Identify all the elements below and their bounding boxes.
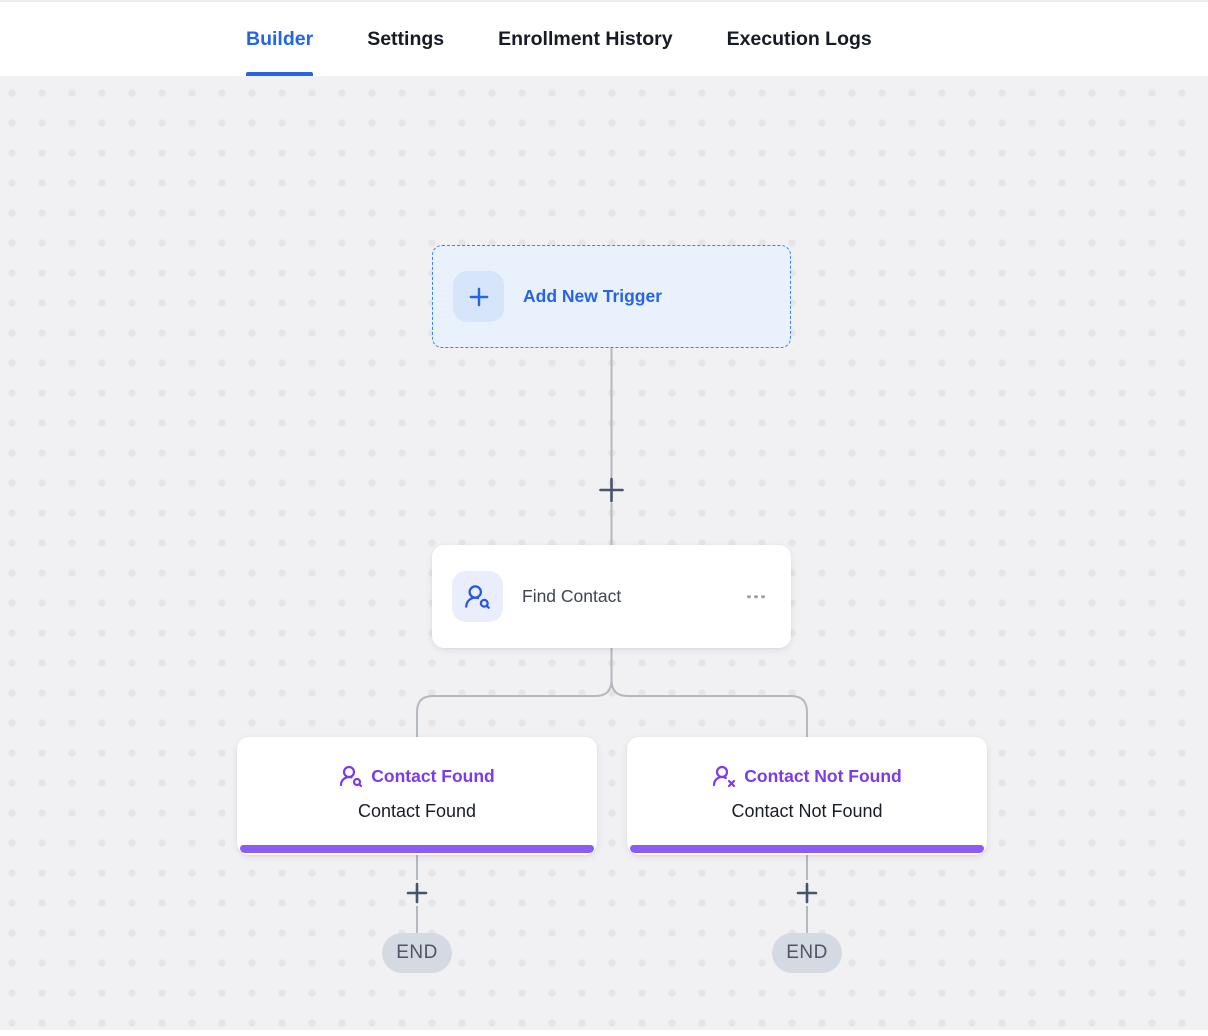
branch-title-label: Contact Found [371, 765, 495, 786]
plus-icon [453, 271, 504, 322]
tab-builder[interactable]: Builder [246, 2, 314, 76]
branch-accent-bar [630, 845, 984, 853]
add-new-trigger-node[interactable]: Add New Trigger [432, 245, 791, 348]
tab-enrollment-history[interactable]: Enrollment History [498, 2, 672, 76]
branch-subtitle-label: Contact Not Found [731, 801, 883, 821]
branch-subtitle-label: Contact Found [357, 801, 477, 821]
branch-title-row: Contact Found [339, 764, 495, 788]
tab-enrollment-history-label: Enrollment History [498, 27, 673, 50]
tab-settings-label: Settings [367, 27, 445, 50]
user-search-icon [452, 571, 503, 622]
tab-header: Builder Settings Enrollment History Exec… [0, 0, 1208, 76]
tab-execution-logs[interactable]: Execution Logs [727, 2, 872, 76]
end-label: END [396, 942, 438, 963]
user-search-icon [339, 764, 363, 788]
ellipsis-icon[interactable] [741, 589, 771, 605]
branch-accent-bar [240, 845, 594, 853]
tab-execution-logs-label: Execution Logs [726, 27, 872, 50]
branch-contact-found-card[interactable]: Contact Found Contact Found [237, 737, 597, 855]
tab-settings[interactable]: Settings [367, 2, 444, 76]
end-node-left: END [382, 933, 452, 973]
add-step-plus-icon [599, 477, 624, 503]
end-label: END [786, 942, 828, 963]
action-node-label: Find Contact [522, 586, 622, 606]
bottom-strip [0, 1030, 1208, 1036]
branch-title-row: Contact Not Found [712, 764, 902, 788]
tab-builder-label: Builder [246, 27, 314, 50]
tab-bar: Builder Settings Enrollment History Exec… [246, 2, 1208, 76]
user-x-icon [712, 764, 736, 788]
trigger-node-label: Add New Trigger [523, 286, 663, 306]
find-contact-node[interactable]: Find Contact [432, 545, 791, 648]
branch-title-label: Contact Not Found [744, 765, 902, 786]
active-tab-underline [246, 72, 314, 76]
end-node-right: END [772, 933, 842, 973]
branch-contact-not-found-card[interactable]: Contact Not Found Contact Not Found [627, 737, 987, 855]
add-step-plus-icon [406, 882, 428, 904]
workflow-canvas[interactable]: Add New Trigger Find Contact Contact Fou… [0, 76, 1208, 1030]
add-step-plus-icon [796, 882, 818, 904]
